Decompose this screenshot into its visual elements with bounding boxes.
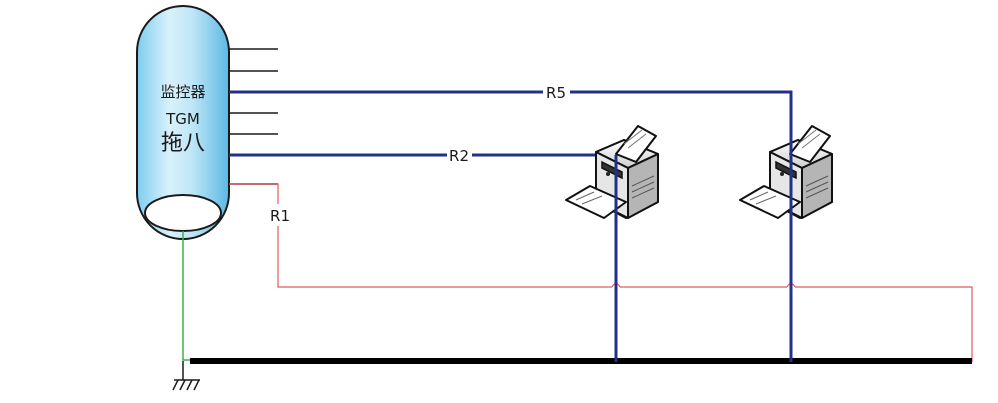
monitor-label-line2: TGM bbox=[165, 110, 200, 128]
printer-icon bbox=[739, 125, 833, 219]
r5-label: R5 bbox=[546, 84, 566, 102]
r2-label: R2 bbox=[449, 147, 469, 165]
r1-label: R1 bbox=[270, 207, 290, 225]
ground-symbol-icon bbox=[172, 361, 200, 391]
r2-wire bbox=[229, 153, 618, 362]
printer-icon bbox=[565, 125, 659, 219]
output-terminals bbox=[229, 48, 278, 185]
monitor-label-line3: 拖八 bbox=[161, 131, 205, 156]
ground-wire bbox=[182, 231, 192, 361]
cylinder-base-ellipse bbox=[144, 194, 222, 232]
r5-wire bbox=[229, 90, 793, 362]
monitor-label-line1: 监控器 bbox=[160, 83, 205, 101]
monitor-unit: 监控器 TGM 拖八 bbox=[136, 5, 230, 240]
